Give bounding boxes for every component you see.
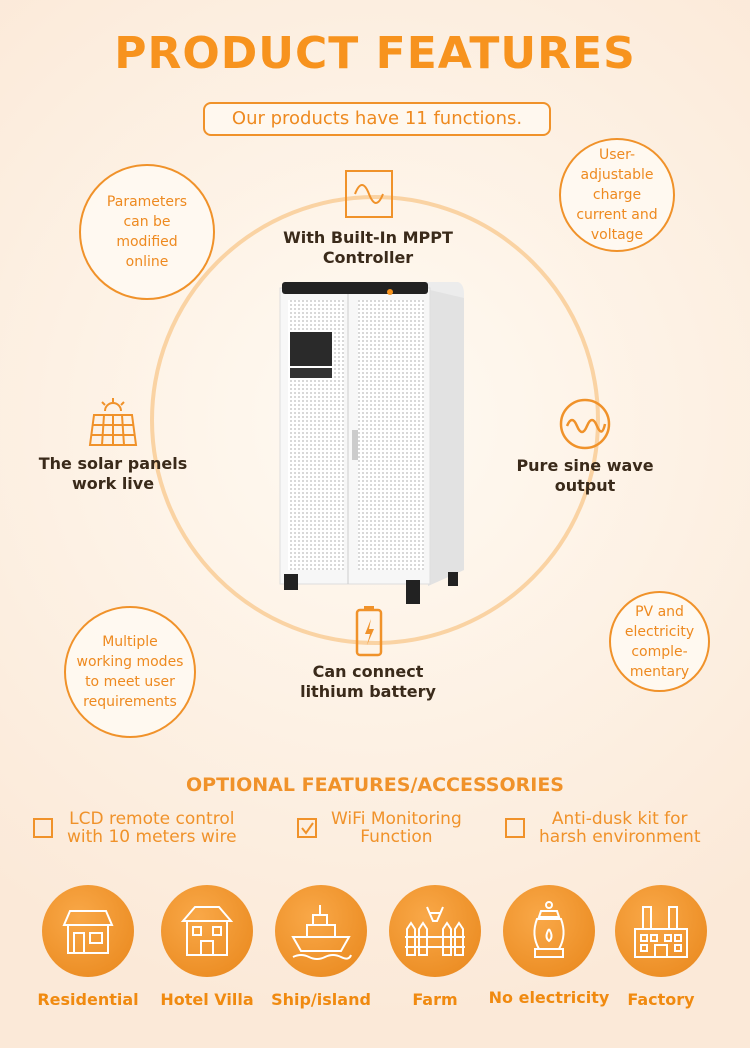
feature-sine: Pure sine wave output bbox=[516, 456, 654, 495]
label-factory: Factory bbox=[627, 990, 695, 1009]
sine-wave-box-icon bbox=[345, 170, 393, 218]
house-icon bbox=[42, 885, 134, 977]
feature-circle-parameters: Parameters can be modified online bbox=[79, 164, 215, 300]
label-ship-island: Ship/island bbox=[271, 990, 371, 1009]
feature-battery: Can connect lithium battery bbox=[300, 662, 436, 701]
feature-circle-text: User-adjustable charge current and volta… bbox=[576, 147, 658, 243]
label-residential: Residential bbox=[37, 990, 139, 1009]
solar-panel-icon bbox=[88, 398, 138, 446]
feature-circle-text: Multiple working modes to meet user requ… bbox=[76, 634, 184, 710]
feature-circle-text: Parameters can be modified online bbox=[106, 194, 188, 270]
checkbox[interactable] bbox=[505, 818, 525, 838]
feature-circle-text: PV and electricity comple-mentary bbox=[624, 603, 695, 680]
farm-fence-icon bbox=[389, 885, 481, 977]
factory-icon bbox=[615, 885, 707, 977]
inverter-cabinet-image bbox=[279, 282, 464, 604]
label-hotel-villa: Hotel Villa bbox=[160, 990, 254, 1009]
feature-circle-pv: PV and electricity comple-mentary bbox=[609, 591, 710, 692]
hotel-villa-icon bbox=[161, 885, 253, 977]
subtitle-badge: Our products have 11 functions. bbox=[203, 102, 551, 136]
feature-circle-modes: Multiple working modes to meet user requ… bbox=[64, 606, 196, 738]
lantern-icon bbox=[503, 885, 595, 977]
checkbox-checked[interactable] bbox=[297, 818, 317, 838]
feature-circle-charge: User-adjustable charge current and volta… bbox=[559, 138, 675, 252]
feature-solar: The solar panels work live bbox=[38, 454, 188, 493]
label-no-electricity: No electricity bbox=[488, 988, 610, 1007]
feature-mppt: With Built-In MPPT Controller bbox=[283, 228, 453, 267]
checkbox[interactable] bbox=[33, 818, 53, 838]
checkmark-icon bbox=[301, 822, 314, 835]
battery-icon bbox=[355, 606, 383, 657]
label-farm: Farm bbox=[412, 990, 458, 1009]
page-title: PRODUCT FEATURES bbox=[114, 28, 636, 79]
ship-icon bbox=[275, 885, 367, 977]
decorative-ring bbox=[150, 195, 600, 645]
sine-wave-circle-icon bbox=[559, 398, 611, 450]
optional-heading: OPTIONAL FEATURES/ACCESSORIES bbox=[186, 774, 564, 796]
